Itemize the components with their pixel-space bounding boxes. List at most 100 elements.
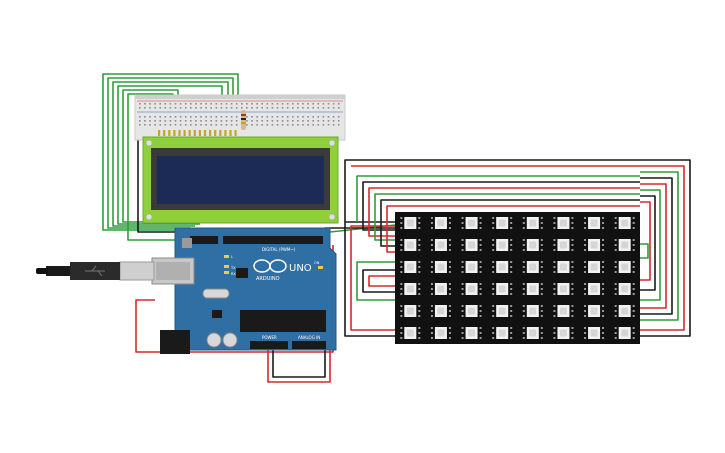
led-pixel[interactable]	[614, 305, 635, 317]
lcd-display[interactable]	[142, 136, 339, 224]
led-pixel[interactable]	[584, 261, 605, 273]
breadboard-hole	[215, 120, 218, 122]
breadboard-hole	[164, 124, 167, 126]
led-pixel[interactable]	[492, 217, 513, 229]
led-pixel[interactable]	[430, 239, 451, 251]
breadboard-hole	[159, 103, 161, 105]
led-pixel[interactable]	[461, 283, 482, 295]
led-pixel[interactable]	[400, 327, 421, 339]
wire-green-lcd-4[interactable]	[117, 85, 223, 225]
breadboard-hole	[281, 120, 284, 122]
power-jack[interactable]	[160, 330, 190, 354]
breadboard-hole	[144, 120, 146, 122]
led-pixel[interactable]	[461, 305, 482, 317]
breadboard-hole	[205, 120, 207, 122]
led-pixel[interactable]	[584, 283, 605, 295]
reset-button[interactable]	[182, 238, 192, 248]
resistor[interactable]	[241, 110, 246, 130]
led-pixel[interactable]	[461, 217, 482, 229]
led-pixel[interactable]	[461, 261, 482, 273]
led-pixel[interactable]	[400, 305, 421, 317]
breadboard-hole	[302, 116, 304, 118]
board-model: UNO	[289, 263, 312, 274]
usb-cable[interactable]	[36, 261, 155, 281]
breadboard-hole	[230, 116, 233, 118]
breadboard-hole	[307, 124, 309, 126]
usb-symbol-icon	[85, 265, 105, 277]
led-pixel[interactable]	[492, 283, 513, 295]
led-pixel[interactable]	[584, 239, 605, 251]
breadboard-hole	[276, 107, 279, 109]
led-pixel[interactable]	[492, 327, 513, 339]
led-pixel[interactable]	[553, 217, 574, 229]
digital-header[interactable]	[223, 236, 323, 244]
led-pixel[interactable]	[430, 305, 451, 317]
breadboard-hole	[307, 116, 309, 118]
led-pixel[interactable]	[584, 305, 605, 317]
led-pixel[interactable]	[553, 261, 574, 273]
led-pixel[interactable]	[614, 239, 635, 251]
led-pixel[interactable]	[522, 305, 543, 317]
led-pixel[interactable]	[553, 305, 574, 317]
arduino-uno-board[interactable]: ARDUINO UNO DIGITAL (PWM~) POWER ANALOG …	[151, 227, 337, 354]
led-pixel[interactable]	[492, 239, 513, 251]
breadboard-hole	[317, 107, 320, 109]
atmega-chip	[240, 310, 326, 332]
lcd-header-pin	[188, 130, 191, 136]
breadboard-hole	[337, 107, 340, 109]
breadboard-hole	[276, 116, 279, 118]
led-pixel[interactable]	[522, 283, 543, 295]
led-pixel[interactable]	[400, 217, 421, 229]
breadboard-hole	[205, 124, 207, 126]
led-matrix[interactable]	[395, 212, 640, 344]
led-pixel[interactable]	[614, 261, 635, 273]
wire-green-lcd-1[interactable]	[102, 73, 239, 231]
led-pixel[interactable]	[461, 327, 482, 339]
breadboard-hole	[312, 120, 314, 122]
led-pixel[interactable]	[614, 217, 635, 229]
wire-green-lcd-2[interactable]	[107, 77, 234, 229]
led-pixel[interactable]	[430, 217, 451, 229]
led-pixel[interactable]	[400, 239, 421, 251]
breadboard-hole	[230, 107, 233, 109]
breadboard-hole	[261, 103, 263, 105]
led-pixel[interactable]	[430, 261, 451, 273]
led-pixel[interactable]	[522, 217, 543, 229]
breadboard-hole	[154, 103, 156, 105]
breadboard-hole	[200, 103, 202, 105]
breadboard-hole	[261, 116, 263, 118]
wire-green-lcd-3[interactable]	[112, 81, 229, 227]
breadboard-hole	[271, 124, 274, 126]
led-pixel[interactable]	[430, 283, 451, 295]
breadboard-hole	[179, 120, 182, 122]
breadboard[interactable]	[134, 94, 346, 141]
led-pixel[interactable]	[584, 217, 605, 229]
led-pixel[interactable]	[614, 327, 635, 339]
breadboard-hole	[297, 103, 299, 105]
breadboard-hole	[205, 103, 207, 105]
led-pixel[interactable]	[522, 261, 543, 273]
led-pixel[interactable]	[584, 327, 605, 339]
led-pixel[interactable]	[553, 283, 574, 295]
led-pixel[interactable]	[400, 261, 421, 273]
rx-label: RX	[231, 272, 236, 276]
led-pixel[interactable]	[400, 283, 421, 295]
breadboard-hole	[322, 120, 325, 122]
power-header[interactable]	[250, 341, 288, 349]
led-pixel[interactable]	[430, 327, 451, 339]
breadboard-hole	[246, 116, 248, 118]
led-pixel[interactable]	[492, 305, 513, 317]
led-pixel[interactable]	[492, 261, 513, 273]
breadboard-hole	[276, 103, 279, 105]
led-pixel[interactable]	[461, 239, 482, 251]
board-brand: ARDUINO	[256, 276, 280, 282]
breadboard-hole	[144, 103, 146, 105]
led-pixel[interactable]	[522, 239, 543, 251]
analog-header[interactable]	[292, 341, 326, 349]
led-pixel[interactable]	[553, 327, 574, 339]
led-pixel[interactable]	[553, 239, 574, 251]
led-pixel[interactable]	[614, 283, 635, 295]
led-pixel[interactable]	[522, 327, 543, 339]
breadboard-hole	[195, 103, 197, 105]
breadboard-hole	[261, 107, 263, 109]
